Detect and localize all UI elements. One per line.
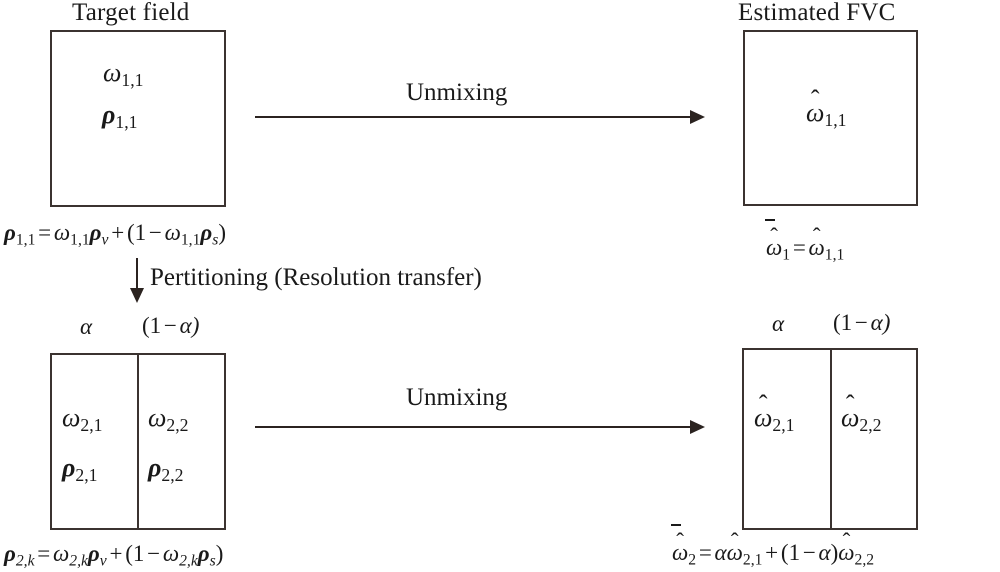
unmixing-arrow-top — [255, 110, 705, 124]
alpha-label-left: α — [80, 314, 93, 339]
estimated-fvc-title: Estimated FVC — [738, 0, 896, 26]
target-field-rho-1-1: ρ1,1 — [102, 100, 138, 132]
arrow-head — [130, 288, 144, 303]
target-field-title: Target field — [72, 0, 190, 26]
equation-rho-2-k: ρ2,k=ω2,kρv+(1−ω2,kρs) — [4, 541, 224, 570]
target-field-omega-2-1: ω2,1 — [62, 403, 103, 435]
arrow-head — [690, 420, 705, 434]
equation-rho-1-1: ρ1,1=ω1,1ρv+(1−ω1,1ρs) — [4, 220, 226, 249]
partition-divider — [137, 355, 139, 528]
arrow-shaft — [136, 258, 138, 291]
one-minus-alpha-label-right: (1−α) — [833, 310, 891, 335]
arrow-head — [690, 110, 705, 124]
estimated-fvc-box-level1 — [743, 30, 918, 206]
unmixing-label-top: Unmixing — [406, 79, 508, 106]
unmixing-label-bottom: Unmixing — [406, 384, 508, 411]
estimated-fvc-box-level2 — [742, 348, 918, 530]
target-field-rho-2-2: ρ2,2 — [148, 453, 184, 485]
partitioning-arrow — [130, 258, 144, 303]
unmixing-arrow-bottom — [255, 420, 705, 434]
target-field-box-level1 — [50, 30, 226, 207]
arrow-shaft — [255, 426, 693, 428]
target-field-rho-2-1: ρ2,1 — [62, 453, 98, 485]
alpha-label-right: α — [772, 311, 785, 336]
target-field-box-level2 — [50, 353, 226, 530]
arrow-shaft — [255, 116, 693, 118]
partitioning-label: Pertitioning (Resolution transfer) — [150, 264, 482, 291]
one-minus-alpha-label-left: (1−α) — [142, 313, 200, 338]
target-field-omega-2-2: ω2,2 — [148, 403, 189, 435]
target-field-omega-1-1: ω1,1 — [103, 58, 144, 90]
partition-divider — [830, 350, 832, 528]
